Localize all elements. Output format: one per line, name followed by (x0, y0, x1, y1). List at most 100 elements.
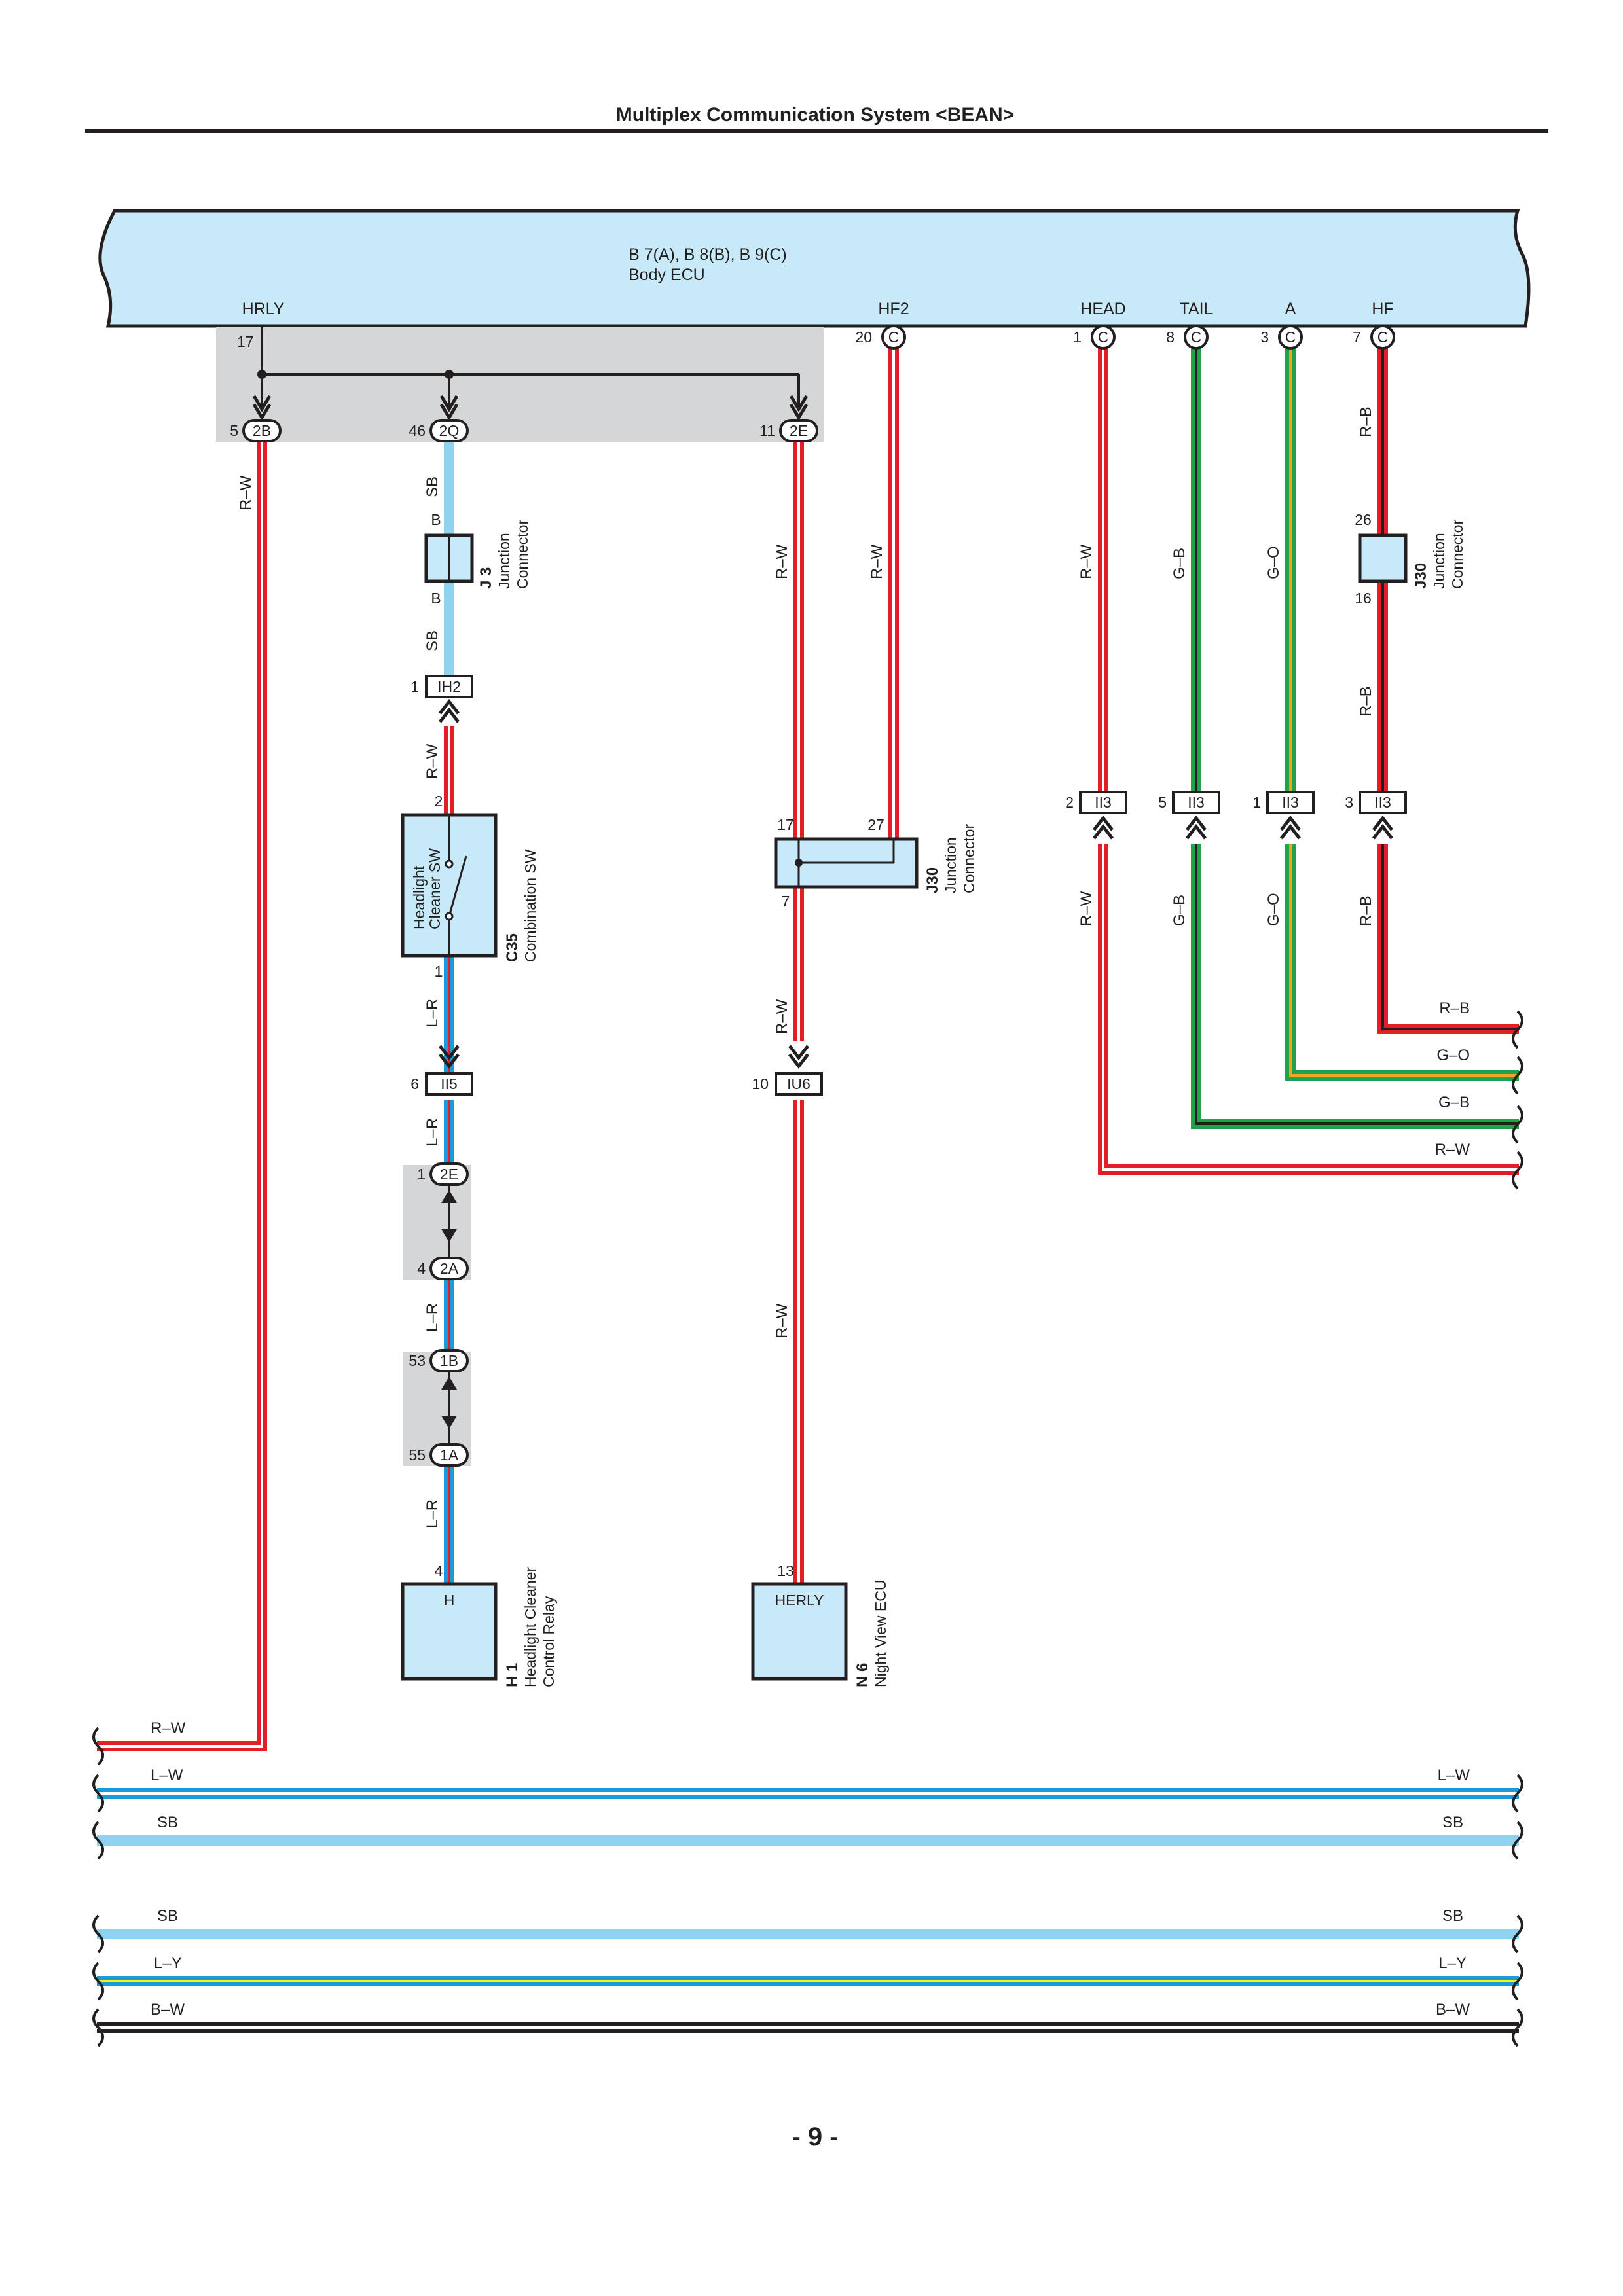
svg-text:R–W: R–W (1078, 891, 1095, 926)
terminal-hf: HF (1372, 300, 1393, 318)
svg-text:10: 10 (752, 1075, 769, 1092)
svg-text:1: 1 (1073, 329, 1082, 346)
svg-text:R–W: R–W (1078, 544, 1095, 579)
svg-text:L–Y: L–Y (1438, 1954, 1467, 1972)
svg-text:2E: 2E (440, 1166, 458, 1183)
svg-text:L–R: L–R (424, 1118, 441, 1147)
svg-text:C: C (888, 329, 900, 346)
svg-text:R–B: R–B (1357, 406, 1375, 437)
wire-rb-hf (1377, 347, 1519, 1034)
svg-text:SB: SB (424, 630, 441, 651)
connector-arrow-icon (789, 395, 809, 421)
svg-text:2Q: 2Q (439, 422, 460, 439)
svg-text:53: 53 (409, 1352, 426, 1369)
svg-text:R–W: R–W (773, 544, 791, 579)
connector-1a: 1A 55 (409, 1443, 469, 1467)
svg-text:3: 3 (1345, 794, 1353, 811)
svg-text:L–W: L–W (151, 1767, 183, 1784)
svg-text:2B: 2B (253, 422, 271, 439)
connector-arrow-icon (439, 395, 459, 421)
svg-text:Cleaner SW: Cleaner SW (426, 848, 443, 929)
break-marks (92, 1010, 1523, 2047)
svg-text:26: 26 (1355, 511, 1372, 528)
svg-text:R–W: R–W (868, 544, 886, 579)
svg-text:1B: 1B (440, 1352, 458, 1369)
svg-text:5: 5 (1158, 794, 1167, 811)
svg-text:H: H (444, 1592, 455, 1609)
connector-ii3-a: II3 1 (1252, 791, 1315, 840)
wire-gb-tail (1191, 347, 1519, 1129)
arrow-up-icon (441, 1190, 457, 1203)
svg-text:B: B (431, 590, 441, 607)
connector-2e-low: 2E 1 (417, 1162, 469, 1186)
svg-text:L–R: L–R (424, 1499, 441, 1528)
ecu-pin-hf2: C 20 (855, 325, 906, 350)
svg-text:J30: J30 (924, 867, 941, 893)
pin-hrly-17: 17 (237, 333, 254, 350)
svg-text:IU6: IU6 (787, 1075, 811, 1092)
svg-text:Headlight: Headlight (410, 865, 428, 929)
terminal-a: A (1285, 300, 1296, 318)
svg-text:Junction: Junction (496, 533, 513, 589)
body-ecu-name: Body ECU (629, 266, 705, 284)
wire-rw-head (1098, 347, 1519, 1175)
svg-text:R–W: R–W (773, 1303, 791, 1338)
page-number: - 9 - (792, 2123, 838, 2151)
svg-text:L–R: L–R (424, 999, 441, 1028)
svg-text:2A: 2A (440, 1260, 459, 1277)
junction-j30-mid: 17 27 7 J30 Junction Connector (774, 816, 977, 910)
svg-text:J 3: J 3 (477, 567, 495, 589)
ecu-pin-tail: C 8 (1166, 325, 1209, 350)
svg-text:Combination SW: Combination SW (522, 849, 539, 962)
terminal-hrly: HRLY (242, 300, 285, 318)
svg-text:H 1: H 1 (503, 1663, 521, 1687)
svg-text:C: C (1098, 329, 1109, 346)
svg-text:4: 4 (435, 1562, 443, 1579)
svg-text:G–B: G–B (1438, 1094, 1470, 1111)
svg-text:R–B: R–B (1357, 686, 1375, 717)
svg-text:13: 13 (777, 1562, 794, 1579)
svg-text:R–W: R–W (773, 999, 791, 1034)
svg-text:55: 55 (409, 1446, 426, 1463)
svg-text:J30: J30 (1412, 563, 1430, 589)
svg-text:R–B: R–B (1357, 895, 1375, 926)
connector-ih2: IH2 1 (410, 675, 473, 723)
svg-text:1: 1 (1252, 794, 1261, 811)
svg-text:6: 6 (410, 1075, 419, 1092)
junction-j30-right: 26 16 J30 Junction Connector (1355, 511, 1466, 607)
svg-text:R–W: R–W (151, 1719, 186, 1737)
svg-text:SB: SB (424, 476, 441, 497)
wire-go-a (1285, 347, 1519, 1081)
svg-text:1: 1 (417, 1166, 426, 1183)
combination-switch: 2 1 Headlight Cleaner SW C35 Combination… (401, 793, 539, 980)
svg-text:2E: 2E (790, 422, 808, 439)
svg-text:Junction: Junction (1431, 533, 1448, 589)
svg-text:1: 1 (410, 678, 419, 695)
bus-labels: R–B G–O G–B R–W R–W L–W L–W SB SB SB SB … (151, 999, 1470, 2018)
body-ecu-code: B 7(A), B 8(B), B 9(C) (629, 245, 787, 264)
connector-arrow-icon (252, 395, 272, 421)
svg-text:N 6: N 6 (854, 1663, 871, 1687)
svg-text:Connector: Connector (514, 520, 531, 589)
svg-text:II3: II3 (1282, 794, 1299, 811)
svg-text:C: C (1377, 329, 1389, 346)
svg-text:SB: SB (1442, 1814, 1463, 1831)
svg-text:8: 8 (1166, 329, 1175, 346)
terminal-tail: TAIL (1180, 300, 1213, 318)
connector-ii3-hf: II3 3 (1345, 791, 1407, 840)
svg-text:7: 7 (1353, 329, 1361, 346)
connector-2e: 2E 11 (759, 419, 818, 442)
svg-text:46: 46 (409, 422, 426, 439)
svg-text:Junction: Junction (942, 837, 959, 893)
junction-j3: B B J 3 Junction Connector (424, 511, 531, 607)
svg-text:R–W: R–W (1435, 1141, 1470, 1158)
svg-text:R–W: R–W (237, 475, 255, 511)
svg-text:SB: SB (157, 1814, 178, 1831)
connector-2b: 2B 5 (230, 419, 282, 442)
ecu-pin-hf: C 7 (1353, 325, 1395, 350)
connector-ii3-tail: II3 5 (1158, 791, 1220, 840)
svg-text:2: 2 (435, 793, 443, 810)
svg-text:G–B: G–B (1171, 895, 1188, 926)
svg-text:G–O: G–O (1265, 893, 1283, 926)
splice-shaded-area (216, 327, 824, 442)
